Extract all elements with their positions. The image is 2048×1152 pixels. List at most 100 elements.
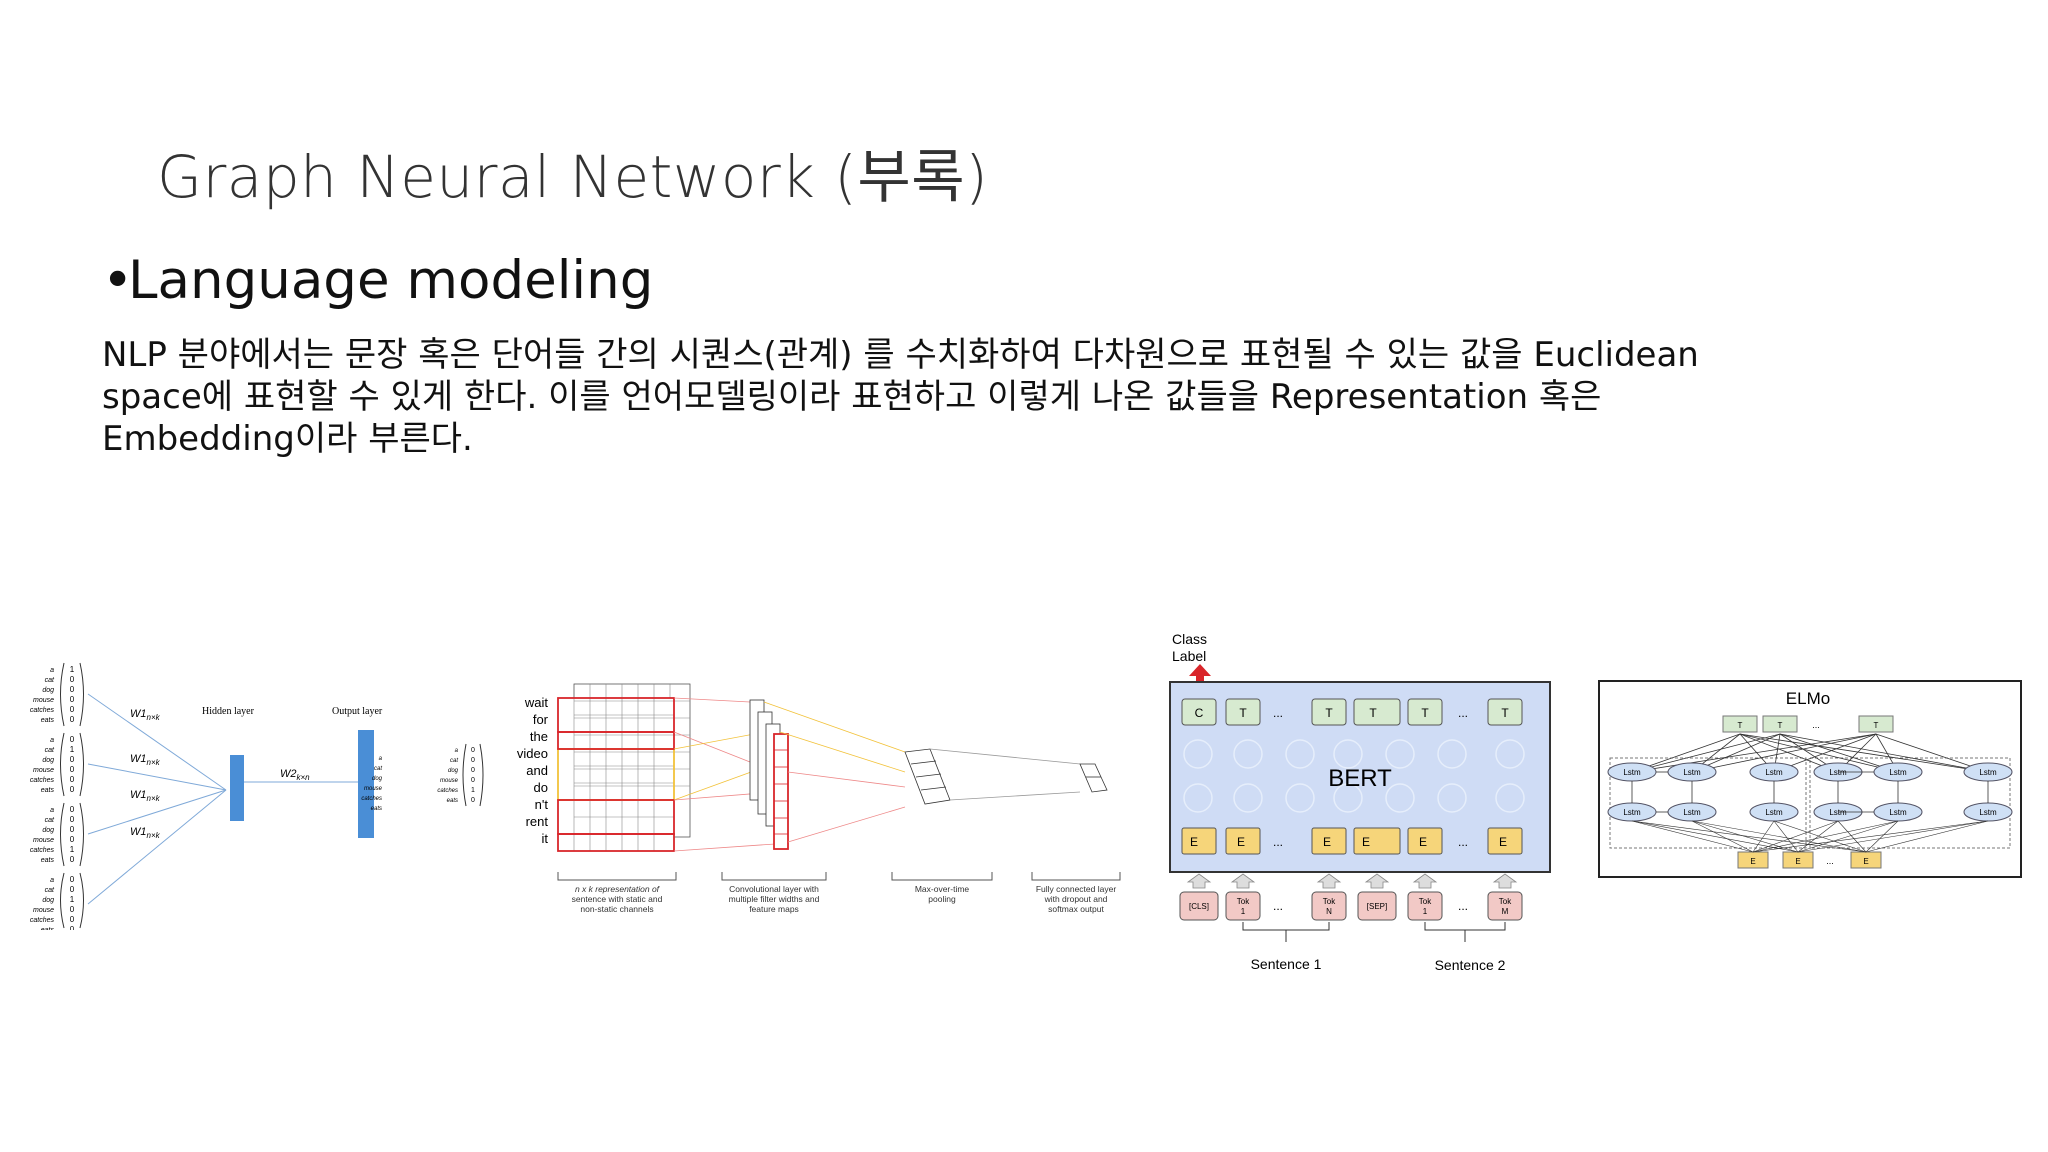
elmo-title: ELMo (1786, 689, 1830, 708)
svg-text:for: for (533, 712, 549, 727)
elmo-lstm-label: Lstm (1623, 768, 1641, 777)
svg-text:a: a (379, 756, 383, 762)
svg-text:catches: catches (30, 917, 54, 924)
svg-text:with dropout and: with dropout and (1044, 894, 1108, 904)
svg-text:0: 0 (471, 797, 475, 804)
svg-text:eats: eats (41, 857, 55, 864)
body-paragraph: NLP 분야에서는 문장 혹은 단어들 간의 시퀀스(관계) 를 수치화하여 다… (102, 334, 1982, 460)
svg-text:mouse: mouse (33, 837, 54, 844)
svg-text:0: 0 (70, 905, 75, 914)
svg-text:eats: eats (447, 798, 458, 804)
svg-text:[CLS]: [CLS] (1189, 902, 1209, 911)
elmo-lstm-label: Lstm (1683, 768, 1701, 777)
svg-text:1: 1 (1241, 907, 1246, 916)
svg-text:0: 0 (70, 885, 75, 894)
elmo-input-connection (1631, 820, 1799, 853)
svg-text:pooling: pooling (928, 894, 956, 904)
vocab-word: cat (45, 677, 55, 684)
onehot-vector-1: a cat dog mouse catches eats 100 000 (30, 662, 84, 727)
onehot-vectors: a cat dog mouse catches eats 100 000 aca… (30, 662, 84, 930)
svg-text:T: T (1369, 706, 1377, 720)
svg-text:mouse: mouse (440, 778, 459, 784)
elmo-input-connection (1691, 820, 1799, 853)
bert-embedding-tokens: E E ... E E E ... E (1181, 827, 1523, 855)
elmo-input-connection (1837, 820, 1867, 853)
sentence-1-label: Sentence 1 (1251, 956, 1322, 972)
svg-text:Tok: Tok (1419, 897, 1432, 906)
elmo-input-connection (1691, 820, 1867, 853)
svg-text:E: E (1323, 835, 1331, 849)
svg-text:catches: catches (30, 777, 54, 784)
sentence-2-label: Sentence 2 (1435, 957, 1506, 973)
svg-text:0: 0 (70, 705, 75, 714)
bullet-text: Language modeling (128, 250, 654, 311)
elmo-lstm-label: Lstm (1765, 768, 1783, 777)
hidden-layer-label: Hidden layer (202, 706, 255, 717)
caption-conv: Convolutional layer with (729, 884, 819, 894)
output-layer (1079, 763, 1108, 793)
svg-text:cat: cat (45, 747, 55, 754)
elmo-input-label: E (1863, 857, 1868, 866)
elmo-input-label: E (1750, 857, 1755, 866)
svg-text:softmax output: softmax output (1048, 904, 1104, 914)
svg-text:1: 1 (70, 745, 75, 754)
svg-text:0: 0 (471, 777, 475, 784)
output-layer-bar (358, 730, 374, 838)
input-connections (87, 693, 358, 905)
svg-text:a: a (50, 877, 54, 884)
svg-text:sentence with static and: sentence with static and (572, 894, 663, 904)
body-line-3: Embedding이라 부른다. (102, 419, 473, 459)
svg-text:dog: dog (448, 768, 459, 774)
elmo-lstm-label: Lstm (1765, 808, 1783, 817)
svg-text:E: E (1190, 835, 1198, 849)
svg-text:0: 0 (70, 925, 75, 930)
svg-text:C: C (1195, 706, 1204, 720)
svg-text:...: ... (1458, 706, 1468, 720)
elmo-connection (1739, 733, 1989, 773)
svg-text:E: E (1237, 835, 1245, 849)
svg-text:0: 0 (70, 685, 75, 694)
weight-label-1: W1n×k (130, 708, 161, 722)
stage-brackets (557, 872, 1121, 881)
elmo-output-label: T (1874, 721, 1879, 730)
elmo-input-connection (1631, 820, 1867, 853)
pooling-lines (763, 701, 906, 843)
svg-text:the: the (530, 729, 548, 744)
weight-labels: W1n×k W1n×k W1n×k W1n×k W2k×n (130, 708, 310, 840)
elmo-connection (1779, 733, 1899, 773)
elmo-input-label: E (1795, 857, 1800, 866)
svg-text:[SEP]: [SEP] (1367, 902, 1387, 911)
svg-text:0: 0 (70, 775, 75, 784)
elmo-output-token (1762, 715, 1798, 733)
elmo-input-connection (1865, 820, 1899, 853)
svg-text:it: it (542, 831, 549, 846)
vocab-word: a (50, 667, 54, 674)
stage-captions: n x k representation of sentence with st… (572, 884, 1117, 914)
output-layer-label: Output layer (332, 706, 383, 717)
elmo-input-connection (1797, 820, 1899, 853)
svg-text:feature maps: feature maps (749, 904, 799, 914)
svg-text:1: 1 (70, 665, 75, 674)
elmo-lstm-label: Lstm (1979, 768, 1997, 777)
elmo-ellipsis: ... (1812, 720, 1820, 730)
svg-text:0: 0 (70, 855, 75, 864)
elmo-input-connection (1865, 820, 1989, 853)
elmo-input-connection (1752, 820, 1899, 853)
svg-text:N: N (1326, 907, 1332, 916)
svg-text:T: T (1421, 706, 1429, 720)
bert-ghost-circles (1183, 739, 1525, 813)
elmo-input-connection (1631, 820, 1754, 853)
slide-title: Graph Neural Network (부록) (157, 143, 989, 211)
vocab-word: dog (42, 687, 54, 694)
svg-text:...: ... (1458, 835, 1468, 849)
bullet-heading: •Language modeling (102, 250, 653, 311)
feature-maps (749, 699, 789, 850)
svg-text:0: 0 (70, 695, 75, 704)
svg-text:non-static channels: non-static channels (580, 904, 653, 914)
svg-text:n't: n't (535, 797, 549, 812)
svg-text:...: ... (1458, 899, 1468, 913)
